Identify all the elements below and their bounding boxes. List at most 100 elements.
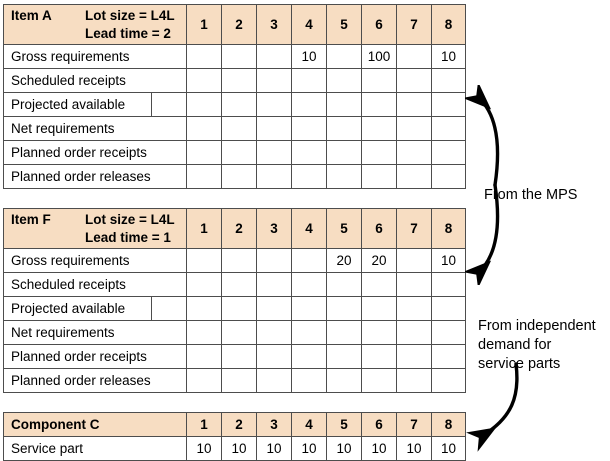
cell-f-proj-6[interactable] — [361, 296, 397, 321]
cell-f-sched-6[interactable] — [361, 272, 397, 297]
cell-f-net-1[interactable] — [186, 320, 222, 345]
cell-f-gross-4[interactable] — [291, 248, 327, 273]
cell-a-proj-7[interactable] — [396, 92, 432, 117]
cell-a-gross-1[interactable] — [186, 44, 222, 69]
cell-c-service-5[interactable]: 10 — [326, 436, 362, 461]
cell-a-gross-5[interactable] — [326, 44, 362, 69]
cell-a-gross-7[interactable] — [396, 44, 432, 69]
cell-a-pol-6[interactable] — [361, 164, 397, 189]
cell-f-por-1[interactable] — [186, 344, 222, 369]
cell-a-pol-3[interactable] — [256, 164, 292, 189]
cell-f-gross-2[interactable] — [221, 248, 257, 273]
cell-a-pol-5[interactable] — [326, 164, 362, 189]
cell-a-por-1[interactable] — [186, 140, 222, 165]
cell-f-sched-4[interactable] — [291, 272, 327, 297]
cell-a-net-6[interactable] — [361, 116, 397, 141]
cell-a-gross-4[interactable]: 10 — [291, 44, 327, 69]
cell-a-por-5[interactable] — [326, 140, 362, 165]
cell-f-pol-7[interactable] — [396, 368, 432, 393]
cell-f-por-4[interactable] — [291, 344, 327, 369]
cell-f-sched-2[interactable] — [221, 272, 257, 297]
cell-f-por-8[interactable] — [431, 344, 466, 369]
cell-a-pol-1[interactable] — [186, 164, 222, 189]
cell-a-proj-8[interactable] — [431, 92, 466, 117]
cell-a-proj-1[interactable] — [186, 92, 222, 117]
cell-a-sched-7[interactable] — [396, 68, 432, 93]
cell-a-por-7[interactable] — [396, 140, 432, 165]
cell-a-sched-8[interactable] — [431, 68, 466, 93]
cell-c-service-6[interactable]: 10 — [361, 436, 397, 461]
cell-a-sched-5[interactable] — [326, 68, 362, 93]
cell-a-por-3[interactable] — [256, 140, 292, 165]
cell-f-proj-3[interactable] — [256, 296, 292, 321]
cell-a-gross-2[interactable] — [221, 44, 257, 69]
cell-f-proj-1[interactable] — [186, 296, 222, 321]
cell-a-projected-initial[interactable] — [151, 92, 187, 117]
cell-f-sched-7[interactable] — [396, 272, 432, 297]
cell-a-gross-6[interactable]: 100 — [361, 44, 397, 69]
cell-a-sched-1[interactable] — [186, 68, 222, 93]
cell-a-pol-7[interactable] — [396, 164, 432, 189]
cell-f-pol-6[interactable] — [361, 368, 397, 393]
cell-a-pol-8[interactable] — [431, 164, 466, 189]
cell-a-sched-4[interactable] — [291, 68, 327, 93]
cell-a-sched-2[interactable] — [221, 68, 257, 93]
cell-f-net-3[interactable] — [256, 320, 292, 345]
cell-a-por-6[interactable] — [361, 140, 397, 165]
cell-a-net-7[interactable] — [396, 116, 432, 141]
cell-f-net-4[interactable] — [291, 320, 327, 345]
cell-f-pol-5[interactable] — [326, 368, 362, 393]
cell-c-service-7[interactable]: 10 — [396, 436, 432, 461]
cell-f-gross-8[interactable]: 10 — [431, 248, 466, 273]
cell-a-net-5[interactable] — [326, 116, 362, 141]
cell-f-pol-3[interactable] — [256, 368, 292, 393]
cell-f-gross-1[interactable] — [186, 248, 222, 273]
cell-a-pol-2[interactable] — [221, 164, 257, 189]
cell-f-sched-5[interactable] — [326, 272, 362, 297]
cell-f-sched-3[interactable] — [256, 272, 292, 297]
cell-f-net-5[interactable] — [326, 320, 362, 345]
cell-f-gross-5[interactable]: 20 — [326, 248, 362, 273]
cell-c-service-8[interactable]: 10 — [431, 436, 466, 461]
cell-a-por-8[interactable] — [431, 140, 466, 165]
cell-f-pol-4[interactable] — [291, 368, 327, 393]
cell-a-sched-6[interactable] — [361, 68, 397, 93]
cell-f-pol-2[interactable] — [221, 368, 257, 393]
cell-f-por-2[interactable] — [221, 344, 257, 369]
cell-a-pol-4[interactable] — [291, 164, 327, 189]
cell-a-net-3[interactable] — [256, 116, 292, 141]
cell-f-sched-8[interactable] — [431, 272, 466, 297]
cell-a-net-1[interactable] — [186, 116, 222, 141]
cell-f-proj-2[interactable] — [221, 296, 257, 321]
cell-f-gross-7[interactable] — [396, 248, 432, 273]
cell-f-por-6[interactable] — [361, 344, 397, 369]
cell-f-gross-3[interactable] — [256, 248, 292, 273]
cell-a-net-2[interactable] — [221, 116, 257, 141]
cell-a-proj-2[interactable] — [221, 92, 257, 117]
cell-a-proj-4[interactable] — [291, 92, 327, 117]
cell-f-projected-initial[interactable] — [151, 296, 187, 321]
cell-c-service-3[interactable]: 10 — [256, 436, 292, 461]
cell-f-por-7[interactable] — [396, 344, 432, 369]
cell-a-net-8[interactable] — [431, 116, 466, 141]
cell-f-proj-7[interactable] — [396, 296, 432, 321]
cell-c-service-4[interactable]: 10 — [291, 436, 327, 461]
cell-c-service-1[interactable]: 10 — [186, 436, 222, 461]
cell-a-proj-5[interactable] — [326, 92, 362, 117]
cell-f-proj-8[interactable] — [431, 296, 466, 321]
cell-f-net-7[interactable] — [396, 320, 432, 345]
cell-a-por-4[interactable] — [291, 140, 327, 165]
cell-a-gross-8[interactable]: 10 — [431, 44, 466, 69]
cell-a-proj-3[interactable] — [256, 92, 292, 117]
cell-f-por-5[interactable] — [326, 344, 362, 369]
cell-f-proj-4[interactable] — [291, 296, 327, 321]
cell-c-service-2[interactable]: 10 — [221, 436, 257, 461]
cell-a-por-2[interactable] — [221, 140, 257, 165]
cell-a-gross-3[interactable] — [256, 44, 292, 69]
cell-a-net-4[interactable] — [291, 116, 327, 141]
cell-f-pol-1[interactable] — [186, 368, 222, 393]
cell-f-pol-8[interactable] — [431, 368, 466, 393]
cell-a-proj-6[interactable] — [361, 92, 397, 117]
cell-f-por-3[interactable] — [256, 344, 292, 369]
cell-f-gross-6[interactable]: 20 — [361, 248, 397, 273]
